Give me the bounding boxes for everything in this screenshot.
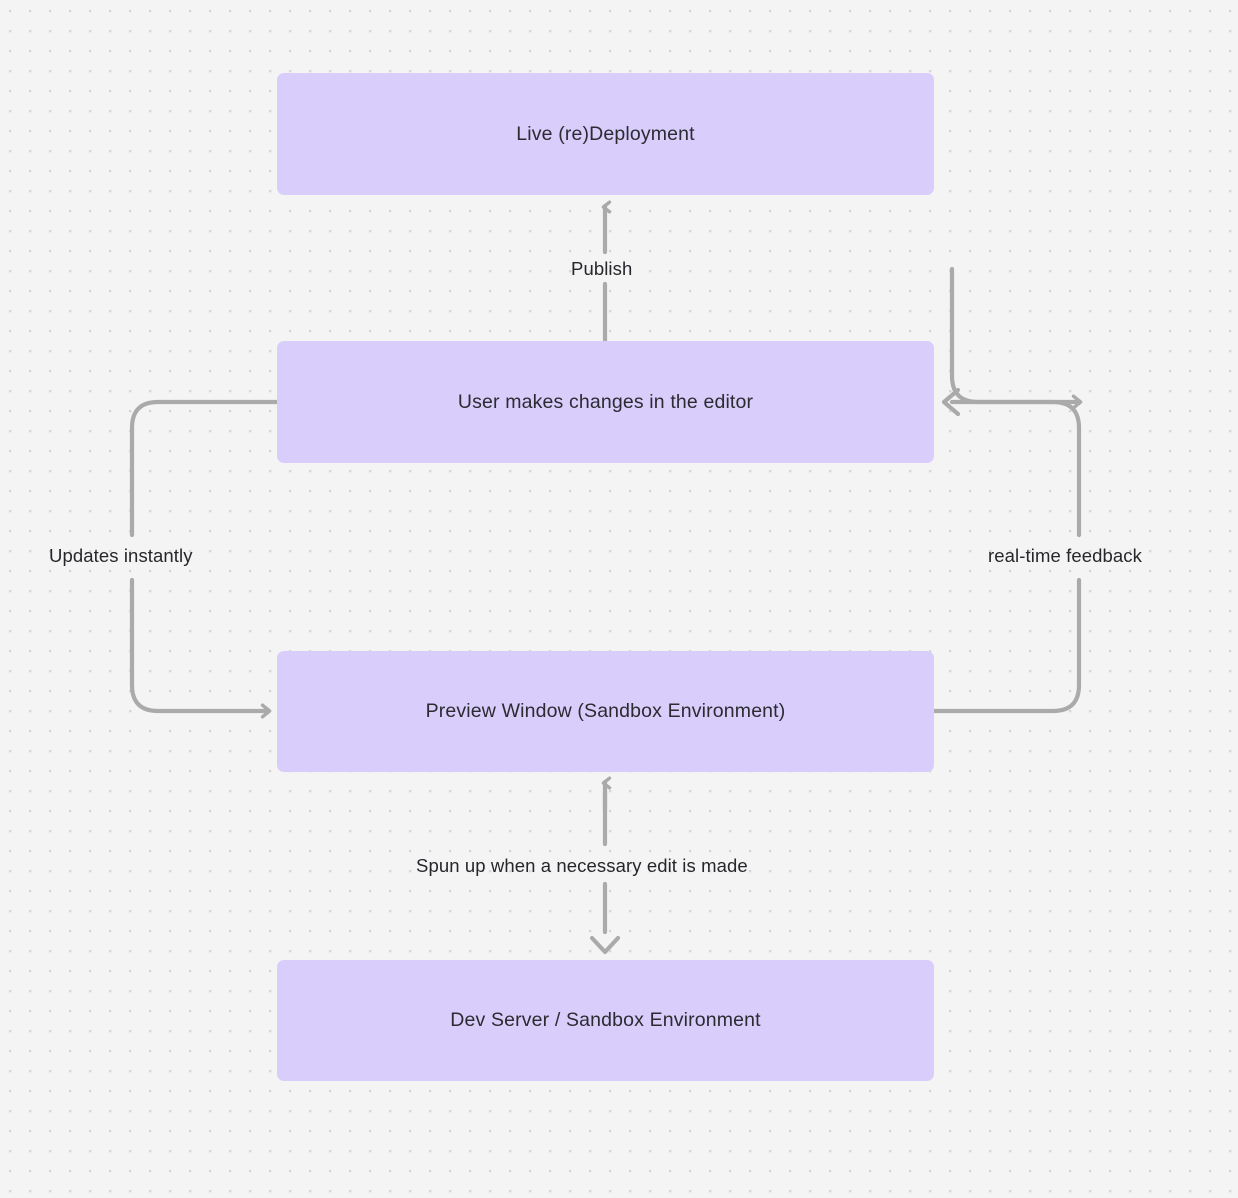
node-label: Live (re)Deployment: [516, 122, 695, 145]
node-preview-window[interactable]: Preview Window (Sandbox Environment): [277, 651, 934, 772]
node-label: Preview Window (Sandbox Environment): [425, 700, 786, 722]
node-label: User makes changes in the editor: [457, 390, 754, 413]
node-live-redeployment[interactable]: Live (re)Deployment: [277, 73, 934, 195]
node-label: Dev Server / Sandbox Environment: [450, 1009, 761, 1031]
node-dev-server[interactable]: Dev Server / Sandbox Environment: [277, 960, 934, 1081]
edge-label-real-time-feedback: real-time feedback: [988, 545, 1142, 566]
edge-label-publish: Publish: [571, 258, 633, 279]
edge-real-time-feedback: [931, 266, 1083, 714]
node-user-makes-changes[interactable]: User makes changes in the editor: [277, 341, 934, 463]
edge-label-updates-instantly: Updates instantly: [49, 545, 193, 566]
edge-label-spun-up: Spun up when a necessary edit is made: [416, 855, 748, 876]
